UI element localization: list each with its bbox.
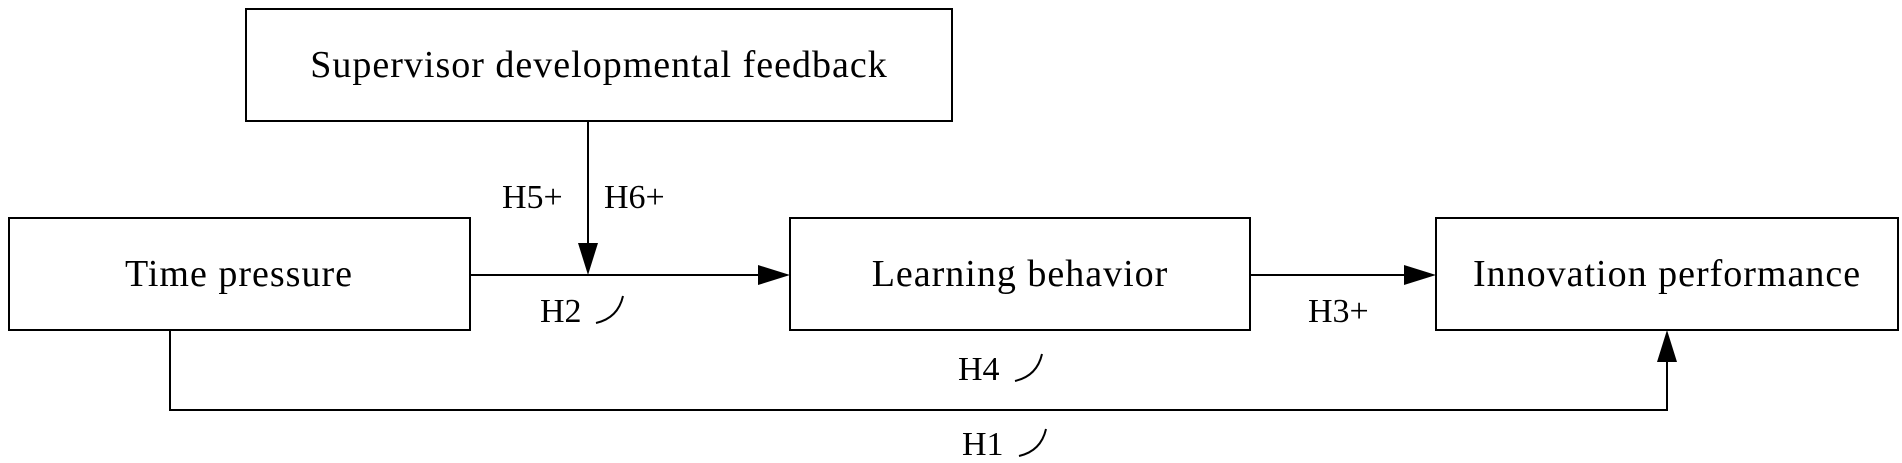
hypothesis-label-h5: H5+ [502,179,563,216]
hypothesis-h1-group: H1 [962,426,1047,463]
hypothesis-label-h2: H2 [540,293,582,330]
arrow-head [1657,330,1677,362]
edge-time-pressure-to-innovation-performance [169,330,1677,411]
edge-learning-behavior-to-innovation-performance [1250,265,1436,285]
node-label-learning-behavior: Learning behavior [872,253,1169,295]
edge-supervisor-feedback-moderation [578,121,598,275]
node-time-pressure: Time pressure [8,217,471,331]
hypothesis-label-h6: H6+ [604,179,665,216]
hypothesis-h2-group: H2 [540,293,624,330]
node-label-time-pressure: Time pressure [125,253,353,295]
node-innovation-performance: Innovation performance [1435,217,1899,331]
node-supervisor-developmental-feedback: Supervisor developmental feedback [245,8,953,122]
node-label-supervisor-feedback: Supervisor developmental feedback [310,44,887,86]
hypothesis-label-h3: H3+ [1308,293,1369,330]
arrow-head [578,243,598,275]
node-label-innovation-performance: Innovation performance [1473,253,1861,295]
hypothesis-h4-group: H4 [958,351,1043,388]
inverted-u-curve-icon [1018,428,1047,457]
arrow-head [758,265,790,285]
hypothesis-label-h4: H4 [958,351,1000,388]
edge-time-pressure-to-learning-behavior [470,265,790,285]
hypothesis-label-h1: H1 [962,426,1004,463]
arrow-head [1404,265,1436,285]
node-learning-behavior: Learning behavior [789,217,1251,331]
inverted-u-curve-icon [1014,353,1043,382]
inverted-u-curve-icon [595,295,624,324]
